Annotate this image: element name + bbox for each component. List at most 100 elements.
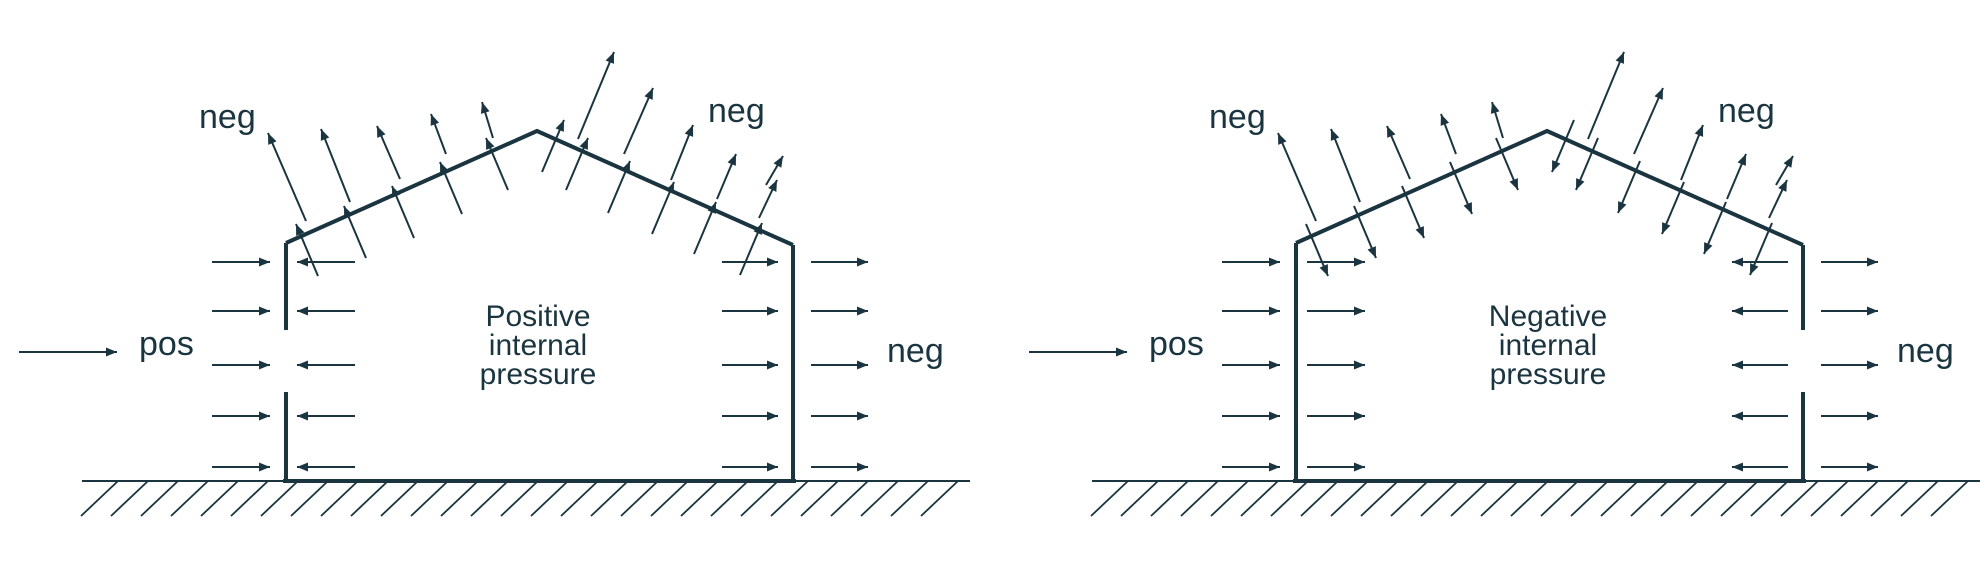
hatch-line — [290, 480, 329, 517]
roof-suction-arrow — [376, 125, 401, 180]
arrow-head — [1867, 411, 1878, 421]
arrow-head — [768, 180, 777, 192]
arrow-head — [857, 306, 868, 316]
roof-suction-arrow — [623, 87, 654, 155]
leeward-suction-arrow — [1821, 411, 1878, 421]
arrow-head — [1867, 257, 1878, 267]
windward-pressure-arrow — [212, 360, 270, 370]
arrow-head — [1662, 222, 1671, 234]
leeward-suction-arrow — [811, 257, 868, 267]
arrow-head — [707, 202, 716, 214]
arrow-head — [1354, 360, 1365, 370]
arrow-head — [1732, 411, 1743, 421]
arrow-head — [773, 156, 783, 168]
leeward-suction-arrow — [1821, 360, 1878, 370]
arrow-shaft — [1277, 132, 1317, 222]
internal-arrow-left-wall — [1307, 257, 1365, 267]
internal-arrow-left-wall — [297, 462, 355, 472]
internal-roof-arrow — [1449, 161, 1473, 215]
arrow-shaft — [1587, 51, 1625, 140]
hatch-line — [140, 480, 179, 517]
internal-arrow-right-wall — [1732, 411, 1788, 421]
arrow-head — [1732, 360, 1743, 370]
internal-arrow-left-wall — [1307, 360, 1365, 370]
external-wall-pressure-arrows — [1222, 257, 1878, 472]
panel-positive-internal-pressure: pos neg neg neg Positive internal pressu… — [19, 51, 970, 517]
arrow-head — [1778, 180, 1787, 192]
internal-roof-arrow — [1617, 160, 1641, 214]
roof-suction-arrow — [480, 101, 494, 139]
caption-line-3: pressure — [480, 358, 597, 391]
building-outline — [283, 128, 796, 483]
hatch-line — [1150, 480, 1189, 517]
roof-suction-arrow — [1726, 153, 1747, 200]
arrow-shaft — [1633, 87, 1664, 155]
arrow-head — [1278, 133, 1287, 145]
internal-roof-arrow — [1401, 185, 1425, 239]
windward-pressure-arrow — [1222, 360, 1280, 370]
windward-pressure-arrow — [212, 257, 270, 267]
arrow-head — [320, 129, 330, 141]
arrow-shaft — [1330, 128, 1361, 203]
arrow-head — [1440, 114, 1450, 126]
hatch-line — [1630, 480, 1669, 517]
internal-arrow-left-wall — [297, 257, 355, 267]
arrow-head — [1867, 360, 1878, 370]
hatch-line — [1240, 480, 1279, 517]
arrow-head — [486, 138, 495, 150]
arrow-head — [259, 411, 270, 421]
caption-line-3: pressure — [1490, 358, 1607, 391]
hatch-line — [560, 480, 599, 517]
hatch-line — [1660, 480, 1699, 517]
arrow-head — [767, 257, 778, 267]
internal-arrow-right-wall — [722, 360, 778, 370]
internal-roof-arrow — [607, 160, 631, 214]
arrow-head — [857, 257, 868, 267]
internal-roof-arrow — [1551, 119, 1575, 173]
roof-line — [1295, 128, 1804, 247]
arrow-head — [1490, 102, 1500, 114]
roof-suction-arrow — [320, 128, 351, 203]
arrow-head — [297, 306, 308, 316]
leeward-suction-arrow — [1821, 306, 1878, 316]
caption-line-1: Negative — [1489, 300, 1607, 333]
leeward-suction-arrow — [1821, 257, 1878, 267]
arrow-head — [767, 411, 778, 421]
leeward-label: neg — [887, 332, 944, 370]
arrow-head — [1867, 306, 1878, 316]
roof-suction-arrow — [1277, 132, 1317, 222]
arrow-head — [377, 126, 386, 138]
hatch-line — [1210, 480, 1249, 517]
arrow-head — [1732, 306, 1743, 316]
hatch-line — [470, 480, 509, 517]
roof-suction-arrow — [716, 153, 737, 200]
ground-hatching — [1090, 480, 1980, 517]
internal-arrow-right-wall — [722, 306, 778, 316]
hatch-line — [740, 480, 779, 517]
roof-suction-arrow — [1490, 101, 1504, 139]
hatch-line — [110, 480, 149, 517]
windward-pressure-arrow — [212, 462, 270, 472]
panel-negative-internal-pressure: pos neg neg neg Negative internal pressu… — [1029, 51, 1980, 517]
arrow-head — [1615, 52, 1624, 64]
internal-roof-arrow — [693, 201, 717, 255]
internal-roof-arrow — [343, 205, 367, 259]
roof-right-label: neg — [708, 92, 765, 130]
arrow-head — [1704, 242, 1713, 254]
hatch-line — [1300, 480, 1339, 517]
hatch-line — [230, 480, 269, 517]
hatch-line — [1540, 480, 1579, 517]
arrow-head — [767, 462, 778, 472]
internal-roof-arrow — [1703, 201, 1727, 255]
hatch-line — [860, 480, 899, 517]
arrow-head — [555, 120, 564, 132]
arrow-head — [297, 462, 308, 472]
arrow-head — [1354, 306, 1365, 316]
arrow-head — [1509, 178, 1518, 190]
hatch-line — [1090, 480, 1129, 517]
arrow-head — [1354, 257, 1365, 267]
hatch-line — [530, 480, 569, 517]
internal-roof-arrow — [541, 119, 565, 173]
arrow-head — [106, 347, 117, 357]
